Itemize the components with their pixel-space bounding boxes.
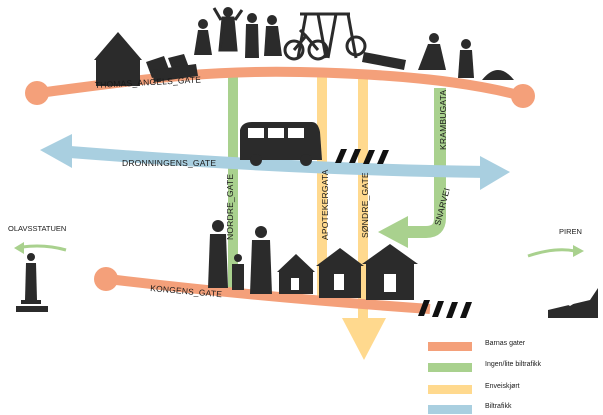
houses-icon <box>277 244 418 300</box>
family-icon <box>208 220 272 294</box>
krambugata-label: KRAMBUGATA <box>438 90 448 150</box>
legend-item-enveis: Enveiskjørt <box>428 383 598 395</box>
krambugata-arrowhead <box>378 216 408 248</box>
piren-arrowhead <box>573 245 584 257</box>
legend-swatch-bil <box>428 405 472 414</box>
legend-swatch-barnas <box>428 342 472 351</box>
kongens-gate-band <box>107 274 431 314</box>
dronningens-gate-arrow-left <box>40 134 72 168</box>
legend-swatch-ingen <box>428 363 472 372</box>
bench-icon <box>362 52 406 70</box>
dronningens-gate-arrow-right <box>480 156 510 190</box>
legend-swatch-enveis <box>428 385 472 394</box>
piren-arrow-line <box>527 248 576 258</box>
van-icon <box>240 122 322 166</box>
olavsstatuen-arrow-line <box>21 244 67 252</box>
olav-statue-icon <box>16 253 48 312</box>
sondre-gate-label: SØNDRE_GATE <box>360 172 370 238</box>
legend-item-barnas: Barnas gater <box>428 340 598 352</box>
legend: Barnas gater Ingen/lite biltrafikk Envei… <box>428 340 598 414</box>
piren-label: PIREN <box>559 227 582 236</box>
nordre-gate-label: NORDRE_GATE <box>225 174 235 240</box>
krambugata-band <box>406 88 446 238</box>
blocks-icon <box>146 54 198 82</box>
dronningens-gate-band <box>69 146 491 178</box>
swing-set-icon <box>296 12 367 59</box>
legend-label: Barnas gater <box>485 340 526 347</box>
thomas-angels-gate-end-right <box>511 84 535 108</box>
house-icon <box>94 32 142 86</box>
crosswalk-kongens <box>418 300 472 318</box>
children-playing-icon <box>194 7 282 58</box>
legend-label: Enveiskjørt <box>485 383 520 390</box>
crosswalk-dronningens <box>335 149 389 164</box>
sondre-gate-arrowhead <box>342 318 386 360</box>
pier-icon <box>548 286 598 318</box>
apotekergata-label: APOTEKERGATA <box>320 169 330 240</box>
olavsstatuen-arrowhead <box>14 242 24 254</box>
kongens-gate-end-left <box>94 267 118 291</box>
dronningens-gate-label: DRONNINGENS_GATE <box>122 158 216 168</box>
olavsstatuen-label: OLAVSSTATUEN <box>8 224 66 233</box>
legend-item-bil: Biltrafikk <box>428 403 598 415</box>
legend-item-ingen: Ingen/lite biltrafikk <box>428 361 598 373</box>
thomas-angels-gate-end-left <box>25 81 49 105</box>
legend-label: Biltrafikk <box>485 403 512 410</box>
legend-label: Ingen/lite biltrafikk <box>485 361 542 368</box>
children-running-icon <box>418 33 514 80</box>
